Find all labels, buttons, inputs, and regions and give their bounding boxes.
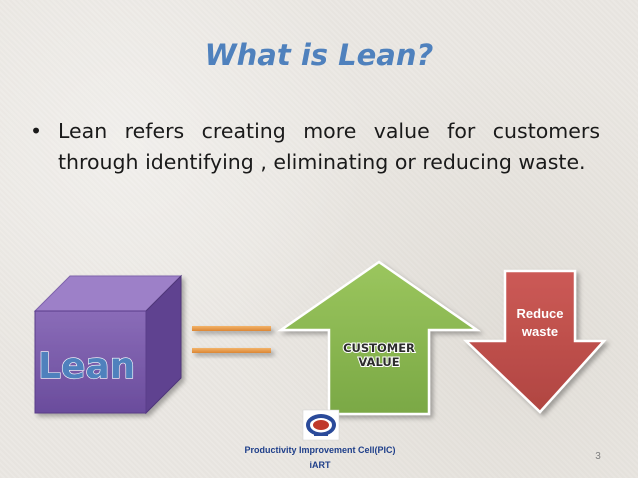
footer-organization: Productivity Improvement Cell(PIC) xyxy=(244,445,396,455)
reduce-waste-down-arrow xyxy=(462,269,607,414)
equals-bar-bottom xyxy=(192,348,271,353)
bullet-point: • Lean refers creating more value for cu… xyxy=(30,116,600,178)
slide-title: What is Lean? xyxy=(204,38,434,72)
bullet-text: Lean refers creating more value for cust… xyxy=(58,119,600,174)
footer-institution: iART xyxy=(309,460,331,470)
page-number: 3 xyxy=(595,451,601,462)
up-arrow-label-line1: CUSTOMER xyxy=(343,341,415,355)
cube-label: Lean xyxy=(38,346,135,387)
down-arrow-label-line2: waste xyxy=(521,324,558,339)
customer-value-up-arrow xyxy=(277,260,481,416)
up-arrow-label-line2: VALUE xyxy=(358,355,399,369)
equals-sign xyxy=(192,326,271,353)
lean-cube xyxy=(33,274,183,415)
cube-front-face xyxy=(34,310,147,414)
pic-logo-icon xyxy=(302,409,340,441)
bullet-marker: • xyxy=(30,119,43,143)
equals-bar-top xyxy=(192,326,271,331)
footer: Productivity Improvement Cell(PIC) iART xyxy=(200,443,440,473)
down-arrow-label-line1: Reduce xyxy=(517,306,564,321)
